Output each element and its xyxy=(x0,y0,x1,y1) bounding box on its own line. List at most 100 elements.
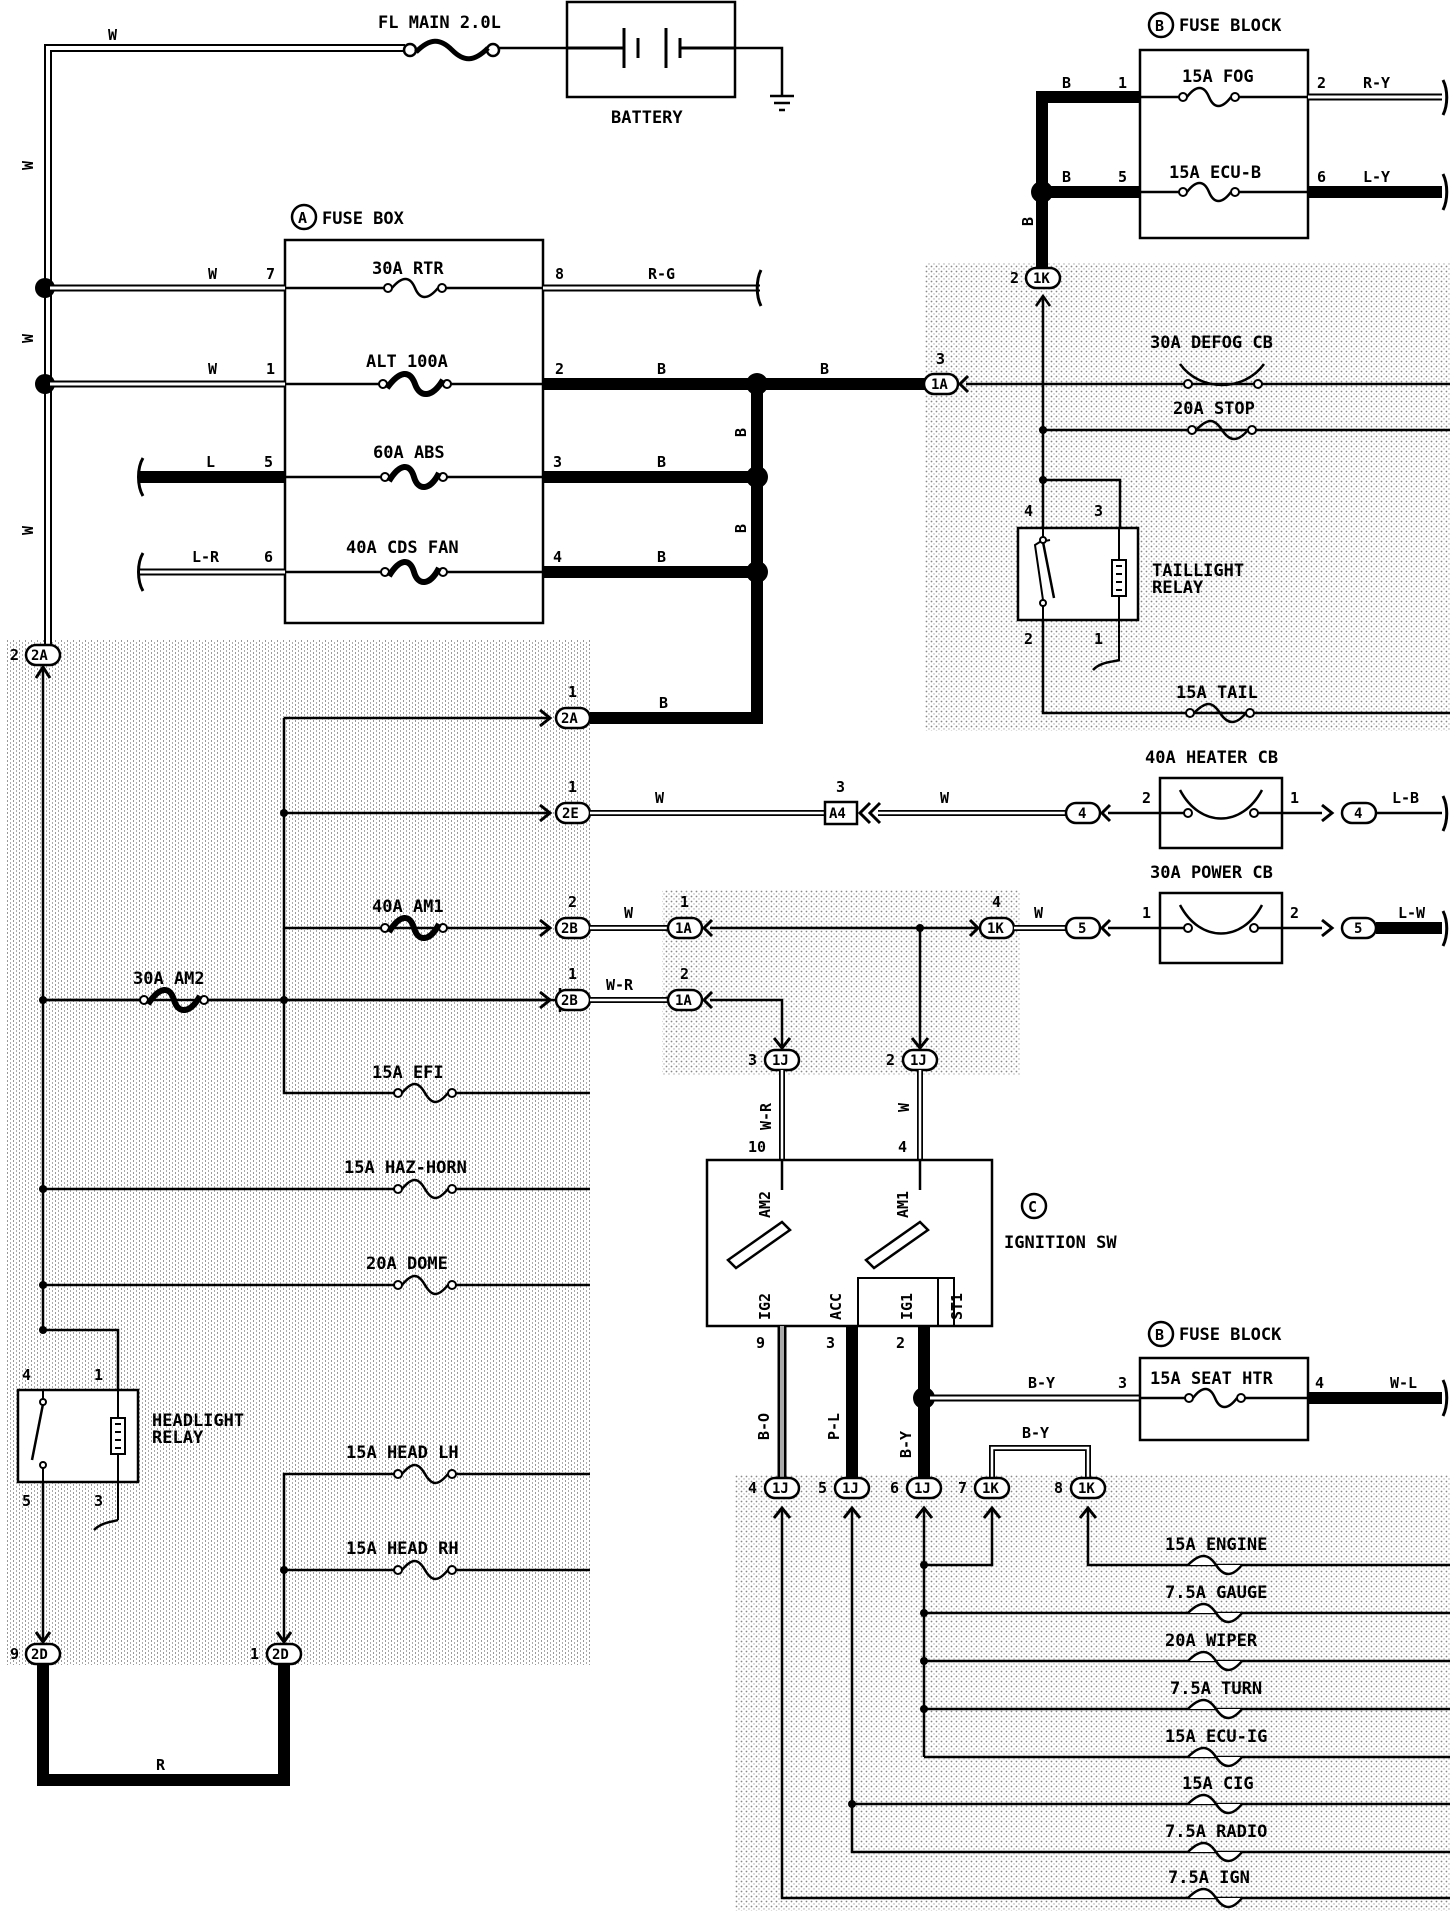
svg-text:FUSE BLOCK: FUSE BLOCK xyxy=(1179,1325,1282,1345)
wire-by-jumper: B-Y xyxy=(1022,1424,1049,1442)
svg-text:A4: A4 xyxy=(829,806,846,822)
svg-text:B: B xyxy=(1155,17,1164,35)
wire-wr-v: W-R xyxy=(757,1102,775,1130)
pin-fb2: 2 xyxy=(1317,74,1326,92)
pin-d9: 9 xyxy=(10,1645,19,1663)
pin-5-abs: 5 xyxy=(264,453,273,471)
fuse-ecub-label: 15A ECU-B xyxy=(1169,163,1261,183)
switch-st1: ST1 xyxy=(948,1293,966,1320)
pin-sw2: 2 xyxy=(896,1334,905,1352)
switch-am1: AM1 xyxy=(894,1191,912,1218)
svg-text:1A: 1A xyxy=(675,921,692,937)
fuse-wiper-label: 20A WIPER xyxy=(1165,1631,1258,1651)
connector-2d-left: 2D xyxy=(24,1642,62,1666)
headlight-relay-label-1: HEADLIGHT xyxy=(152,1411,244,1431)
fuse-alt-label: ALT 100A xyxy=(366,352,448,372)
pin-pp1: 1 xyxy=(1142,904,1151,922)
battery xyxy=(565,0,794,112)
pin-fb6: 6 xyxy=(1317,168,1326,186)
pin-sw4: 4 xyxy=(898,1138,907,1156)
fuse-rtr-label: 30A RTR xyxy=(372,259,444,279)
connector-1k-mid: 1K xyxy=(978,916,1016,940)
fuse-head-rh xyxy=(393,1559,457,1581)
fuse-box-a: A FUSE BOX xyxy=(283,203,545,625)
pin-d1: 1 xyxy=(250,1645,259,1663)
cb-defog xyxy=(1178,363,1266,389)
pin-2a1: 1 xyxy=(568,683,577,701)
wire-b-mid: B xyxy=(820,360,829,378)
pin-k7: 7 xyxy=(958,1479,967,1497)
svg-text:B: B xyxy=(1155,1326,1164,1344)
pin-j3: 3 xyxy=(748,1051,757,1069)
wire-b-alt: B xyxy=(657,360,666,378)
pin-k8: 8 xyxy=(1054,1479,1063,1497)
fuse-head-lh-label: 15A HEAD LH xyxy=(346,1443,459,1463)
connector-5-left: 5 xyxy=(1064,916,1102,940)
cb-heater xyxy=(1158,776,1284,850)
connector-1a-mid: 1A xyxy=(666,916,704,940)
svg-text:1K: 1K xyxy=(982,1481,999,1497)
cb-heater-label: 40A HEATER CB xyxy=(1145,748,1278,768)
pin-2a2: 2 xyxy=(10,646,19,664)
taillight-relay-label-2: RELAY xyxy=(1152,578,1204,598)
fuse-fog xyxy=(1178,86,1240,108)
pin-2-alt: 2 xyxy=(555,360,564,378)
fuse-engine-label: 15A ENGINE xyxy=(1165,1535,1267,1555)
pin-sw9: 9 xyxy=(756,1334,765,1352)
pin-sw10: 10 xyxy=(748,1138,766,1156)
svg-text:1A: 1A xyxy=(675,993,692,1009)
pin-hr5: 5 xyxy=(22,1492,31,1510)
connector-1j-5: 1J xyxy=(833,1476,871,1500)
pin-hr1: 1 xyxy=(94,1366,103,1384)
pin-hr3: 3 xyxy=(94,1492,103,1510)
svg-text:1A: 1A xyxy=(931,377,948,393)
pin-tr2: 2 xyxy=(1024,630,1033,648)
pin-pp2: 2 xyxy=(1290,904,1299,922)
fuse-dome xyxy=(393,1274,457,1296)
wire-w-rtr: W xyxy=(208,265,218,283)
wire-ly: L-Y xyxy=(1363,168,1390,186)
wire-w-1k: W xyxy=(1034,904,1044,922)
wire-r-loop xyxy=(37,1664,290,1786)
connector-2a-right: 2A xyxy=(554,706,592,730)
pin-4-cds: 4 xyxy=(553,548,562,566)
svg-text:5: 5 xyxy=(1354,921,1362,937)
wire-pl: P-L xyxy=(825,1413,843,1440)
pin-2e: 1 xyxy=(568,778,577,796)
connector-2a-left: 2A xyxy=(24,643,62,667)
fuse-ecuig-label: 15A ECU-IG xyxy=(1165,1727,1267,1747)
fuse-haz xyxy=(393,1178,457,1200)
wire-lr-cds: L-R xyxy=(192,548,220,566)
pin-6-cds: 6 xyxy=(264,548,273,566)
fuse-am1-label: 40A AM1 xyxy=(372,897,444,917)
letter-c: C xyxy=(1028,1198,1037,1216)
svg-text:1J: 1J xyxy=(842,1481,859,1497)
wire-b-abs: B xyxy=(657,453,666,471)
connector-a4: A4 xyxy=(823,800,859,826)
fuse-radio-label: 7.5A RADIO xyxy=(1165,1822,1267,1842)
fuse-block-b-top: B FUSE BLOCK xyxy=(1138,11,1310,240)
connector-1a-top: 1A xyxy=(922,372,960,396)
svg-text:1K: 1K xyxy=(1078,1481,1095,1497)
connector-1j-4: 1J xyxy=(763,1476,801,1500)
pin-hr4: 4 xyxy=(22,1366,31,1384)
switch-ig2: IG2 xyxy=(756,1293,774,1320)
wire-b-2a: B xyxy=(659,694,668,712)
wire-b-v1: B xyxy=(732,428,750,437)
svg-text:5: 5 xyxy=(1078,921,1086,937)
svg-text:1K: 1K xyxy=(987,921,1004,937)
fuse-am2 xyxy=(139,987,209,1013)
connector-5-right: 5 xyxy=(1340,916,1378,940)
pin-h1: 1 xyxy=(1290,789,1299,807)
pin-2b-2: 1 xyxy=(568,965,577,983)
fl-main-fuse xyxy=(402,38,501,62)
fuse-head-lh xyxy=(393,1463,457,1485)
junction-area-taillight xyxy=(925,263,1450,731)
wire-w-v3: W xyxy=(19,525,37,535)
pin-j4: 4 xyxy=(748,1479,757,1497)
cb-power xyxy=(1158,891,1284,965)
fuse-tail xyxy=(1185,702,1255,724)
wire-w-top: W xyxy=(108,26,118,44)
svg-text:2D: 2D xyxy=(272,1647,289,1663)
wire-b-ecub: B xyxy=(1062,168,1071,186)
